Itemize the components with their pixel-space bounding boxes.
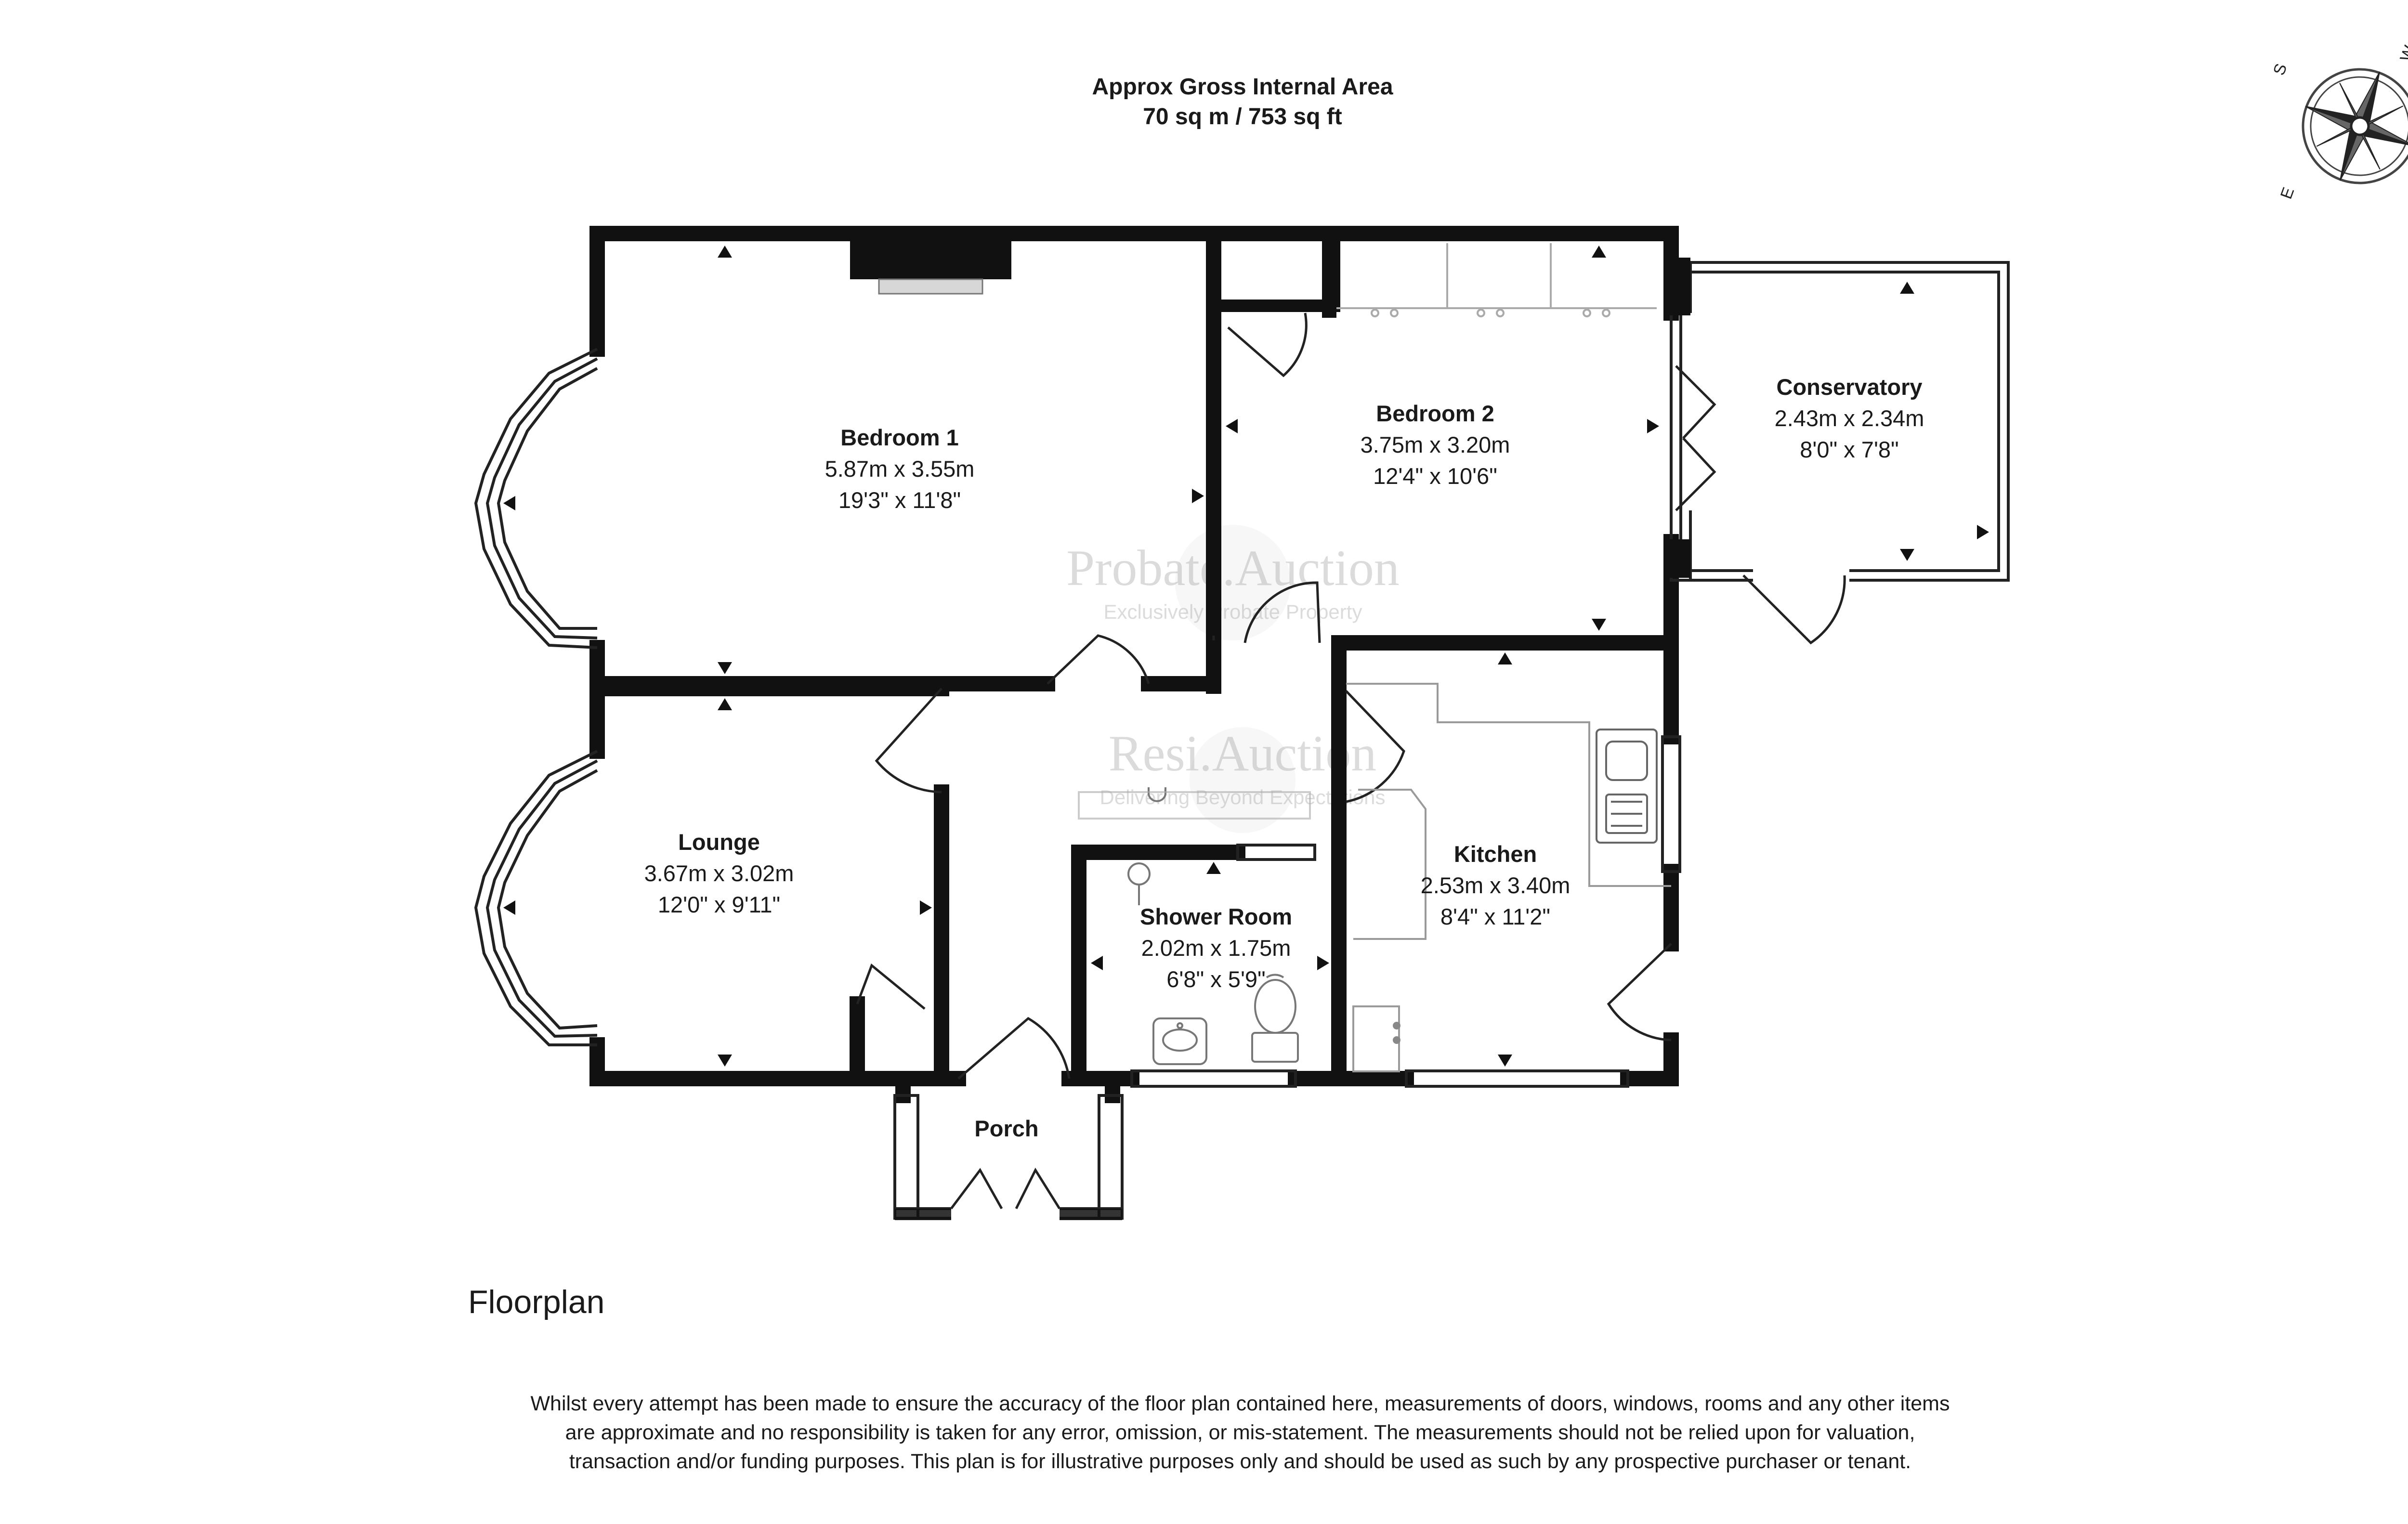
conservatory-pier-top bbox=[1664, 258, 1690, 315]
door-bedroom1 bbox=[1047, 634, 1150, 685]
room-name-porch: Porch bbox=[974, 1116, 1038, 1141]
shower-fixtures bbox=[1127, 787, 1299, 1065]
room-name-shower: Shower Room bbox=[1140, 904, 1292, 929]
bed2-cupboard-side bbox=[1322, 234, 1336, 318]
watermark-probate: Probate.Auction Exclusively Probate Prop… bbox=[1066, 525, 1400, 640]
porch-frame bbox=[893, 1094, 1124, 1220]
disclaimer-text: Whilst every attempt has been made to en… bbox=[530, 1392, 1950, 1473]
toilet-cistern-icon bbox=[1251, 1032, 1299, 1063]
shower-window bbox=[1130, 1069, 1297, 1088]
watermark-probate-main: Probate.Auction bbox=[1066, 540, 1400, 596]
room-name-bedroom1: Bedroom 1 bbox=[840, 425, 959, 450]
door-bedroom2 bbox=[1212, 581, 1321, 643]
wardrobes bbox=[1336, 243, 1657, 317]
area-value: 70 sq m / 753 sq ft bbox=[1143, 104, 1342, 130]
watermark-resi: Resi.Auction Delivering Beyond Expectati… bbox=[1099, 725, 1386, 833]
conservatory-pier-bottom bbox=[1664, 539, 1690, 578]
compass-s: S bbox=[2270, 61, 2290, 78]
shower-valve-icon bbox=[1127, 862, 1151, 886]
bay-window-bedroom1 bbox=[474, 348, 598, 649]
door-bed2-cupboard bbox=[1227, 313, 1308, 378]
door-conservatory-french bbox=[1675, 365, 1716, 511]
shower-top-window bbox=[1236, 844, 1316, 861]
room-name-conservatory: Conservatory bbox=[1777, 374, 1923, 400]
room-imperial-conservatory: 8'0" x 7'8" bbox=[1800, 437, 1899, 462]
compass-w: W bbox=[2396, 43, 2408, 64]
bed2-cupboard-wall bbox=[1207, 227, 1340, 312]
conservatory-door-gap bbox=[1753, 566, 1849, 585]
door-swings bbox=[856, 313, 1846, 1210]
door-lounge-cupboard bbox=[856, 963, 926, 1010]
shower-head-icon bbox=[1148, 787, 1166, 802]
compass-icon bbox=[2302, 68, 2408, 184]
room-imperial-kitchen: 8'4" x 11'2" bbox=[1440, 904, 1550, 929]
room-metric-lounge: 3.67m x 3.02m bbox=[644, 860, 794, 886]
compass-e: E bbox=[2277, 185, 2298, 201]
area-header: Approx Gross Internal Area 70 sq m / 753… bbox=[905, 72, 1580, 132]
bay-window-lounge bbox=[474, 750, 598, 1046]
room-metric-kitchen: 2.53m x 3.40m bbox=[1421, 873, 1570, 898]
porch-sill-left bbox=[895, 1209, 951, 1220]
door-conservatory-outer bbox=[1742, 574, 1846, 645]
room-imperial-bedroom1: 19'3" x 11'8" bbox=[838, 487, 961, 513]
room-imperial-shower: 6'8" x 5'9" bbox=[1166, 966, 1266, 992]
door-porch-inner bbox=[957, 1016, 1071, 1080]
door-porch-french bbox=[950, 1167, 1061, 1210]
windows bbox=[1130, 735, 1681, 1088]
room-name-kitchen: Kitchen bbox=[1454, 841, 1537, 867]
room-metric-bedroom2: 3.75m x 3.20m bbox=[1361, 432, 1510, 457]
dimension-markers bbox=[503, 246, 1989, 1067]
door-kitchen-back bbox=[1607, 943, 1672, 1042]
room-metric-bedroom1: 5.87m x 3.55m bbox=[825, 456, 975, 482]
counter-fixtures bbox=[1078, 791, 1311, 820]
room-imperial-bedroom2: 12'4" x 10'6" bbox=[1373, 463, 1497, 489]
door-lounge bbox=[875, 688, 942, 794]
floorplan-title: Floorplan bbox=[468, 1284, 605, 1320]
area-title: Approx Gross Internal Area bbox=[1092, 74, 1393, 100]
kitchen-sink-icon bbox=[1596, 729, 1658, 844]
fireplace-hearth bbox=[878, 278, 983, 295]
kitchen-bottom-window bbox=[1405, 1069, 1629, 1088]
room-metric-conservatory: 2.43m x 2.34m bbox=[1775, 405, 1924, 431]
washbasin-icon bbox=[1152, 1017, 1207, 1065]
cooker-icon bbox=[1393, 1022, 1400, 1044]
room-name-lounge: Lounge bbox=[678, 829, 760, 855]
porch-sill-right bbox=[1060, 1209, 1122, 1220]
kitchen-side-window bbox=[1661, 735, 1681, 873]
toilet-bowl-icon bbox=[1254, 979, 1296, 1034]
chimney-breast bbox=[850, 234, 1011, 279]
watermark-probate-sub: Exclusively Probate Property bbox=[1104, 600, 1362, 623]
room-metric-shower: 2.02m x 1.75m bbox=[1141, 935, 1291, 961]
door-kitchen bbox=[1345, 690, 1405, 803]
room-imperial-lounge: 12'0" x 9'11" bbox=[658, 892, 780, 917]
room-name-bedroom2: Bedroom 2 bbox=[1376, 401, 1494, 426]
